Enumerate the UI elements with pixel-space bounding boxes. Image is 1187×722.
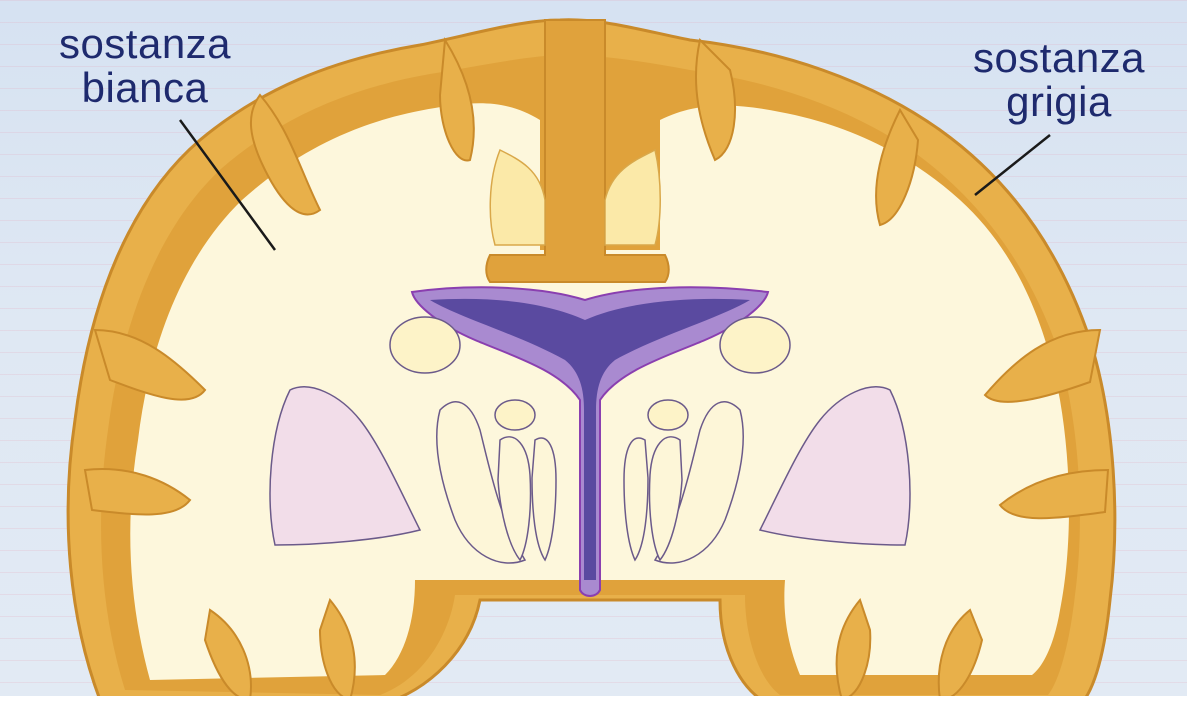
label-white-matter-line2: bianca	[30, 66, 260, 110]
label-white-matter: sostanza bianca	[30, 22, 260, 110]
label-grey-matter: sostanza grigia	[959, 36, 1159, 124]
label-grey-matter-line2: grigia	[959, 80, 1159, 124]
label-grey-matter-line1: sostanza	[959, 36, 1159, 80]
label-white-matter-line1: sostanza	[30, 22, 260, 66]
leader-line-right	[975, 135, 1050, 195]
